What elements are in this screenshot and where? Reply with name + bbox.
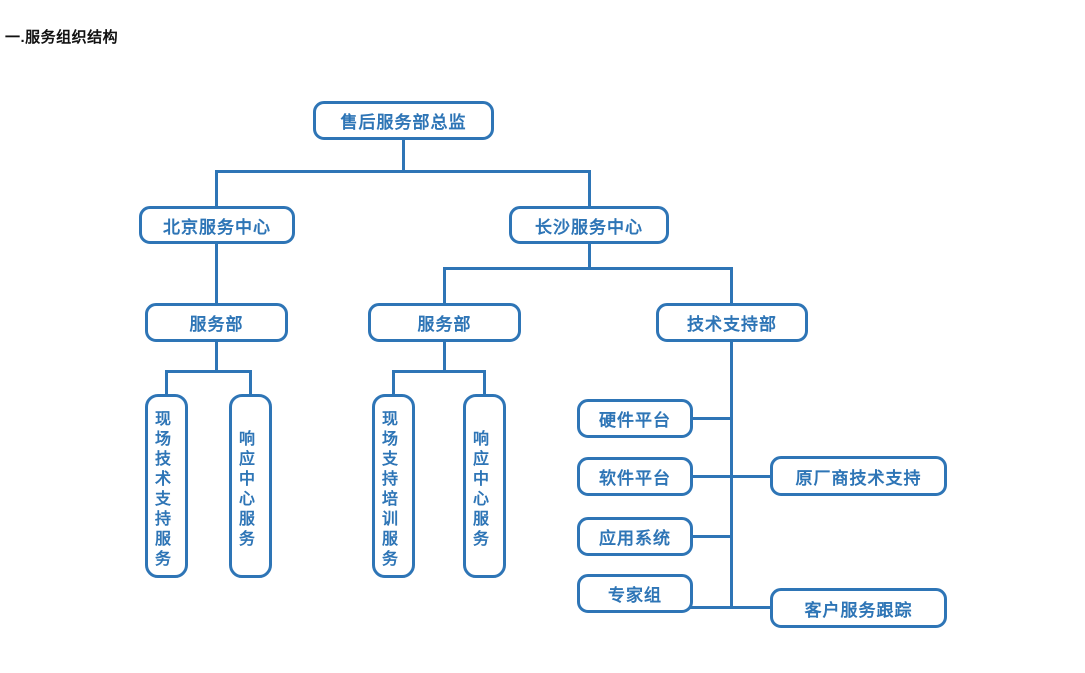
connector-stub-application: [691, 535, 732, 538]
connector-bj-dept-down: [215, 342, 218, 370]
connector-drop-changsha: [588, 170, 591, 206]
node-hardware-platform: 硬件平台: [577, 399, 693, 438]
node-beijing-service-center: 北京服务中心: [139, 206, 295, 244]
node-changsha-service-dept: 服务部: [368, 303, 521, 342]
node-customer-service-tracking: 客户服务跟踪: [770, 588, 947, 628]
connector-beijing-to-service-dept: [215, 244, 218, 303]
connector-drop-tech-dept: [730, 267, 733, 303]
connector-stub-expert-tracking: [689, 606, 770, 609]
connector-drop-beijing: [215, 170, 218, 206]
node-response-center-service-changsha: 响应中心服务: [463, 394, 506, 578]
node-director: 售后服务部总监: [313, 101, 494, 140]
connector-drop-cs-service-dept: [443, 267, 446, 303]
connector-stub-software-oem: [691, 475, 770, 478]
connector-drop-onsite-tech: [165, 370, 168, 394]
connector-changsha-down: [588, 244, 591, 267]
connector-cs-dept-down: [443, 342, 446, 370]
node-response-center-service-beijing: 响应中心服务: [229, 394, 272, 578]
connector-bj-dept-horizontal: [165, 370, 252, 373]
connector-drop-response-cs: [483, 370, 486, 394]
node-onsite-support-training-service: 现场支持培训服务: [372, 394, 415, 578]
node-application-system: 应用系统: [577, 517, 693, 556]
connector-level1-horizontal: [215, 170, 591, 173]
node-onsite-tech-support-service: 现场技术支持服务: [145, 394, 188, 578]
connector-drop-response-bj: [249, 370, 252, 394]
connector-changsha-horizontal: [443, 267, 733, 270]
node-tech-support-dept: 技术支持部: [656, 303, 808, 342]
node-software-platform: 软件平台: [577, 457, 693, 496]
node-oem-tech-support: 原厂商技术支持: [770, 456, 947, 496]
section-title: 一.服务组织结构: [5, 29, 119, 46]
node-changsha-service-center: 长沙服务中心: [509, 206, 669, 244]
connector-director-down: [402, 140, 405, 170]
node-expert-group: 专家组: [577, 574, 693, 613]
connector-cs-dept-horizontal: [392, 370, 486, 373]
node-beijing-service-dept: 服务部: [145, 303, 288, 342]
connector-stub-hardware: [691, 417, 732, 420]
connector-drop-onsite-training: [392, 370, 395, 394]
